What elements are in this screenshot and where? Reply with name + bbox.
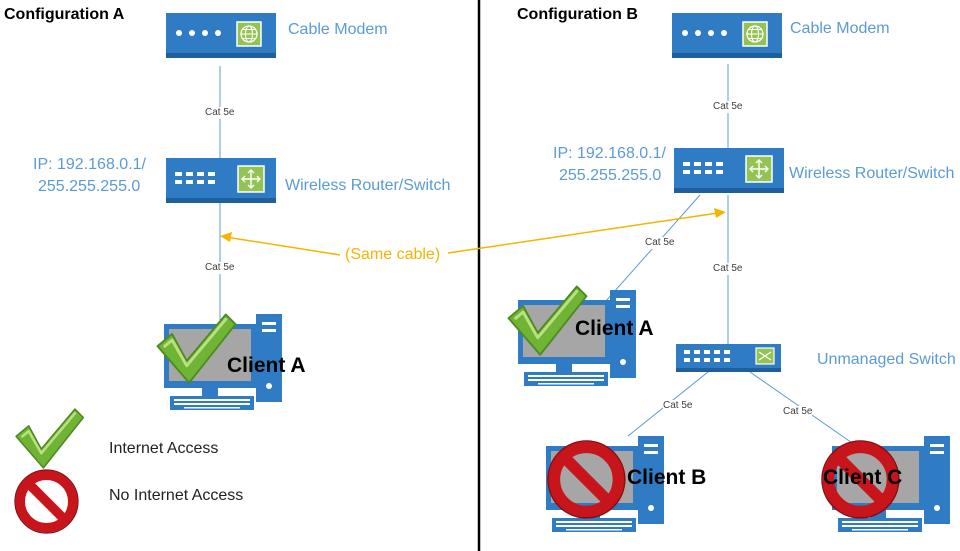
same-cable-arrow-left: [220, 232, 341, 256]
client-a-label-b: Client A: [575, 317, 654, 340]
legend-internet-access-label: Internet Access: [109, 440, 219, 457]
client-a-label-a: Client A: [227, 354, 306, 377]
router-b-ip-line2: 255.255.255.0: [559, 167, 662, 184]
wireless-router-a-label: Wireless Router/Switch: [285, 177, 451, 194]
unmanaged-switch-label: Unmanaged Switch: [817, 351, 956, 368]
cable-a-router-client-label: Cat 5e: [205, 262, 235, 274]
cable-modem-b-label: Cable Modem: [790, 20, 890, 37]
cable-modem-a: [165, 12, 277, 59]
wireless-router-a: [165, 157, 277, 204]
cable-b-switch-client-c-label: Cat 5e: [783, 406, 813, 418]
legend-check-icon: [14, 407, 85, 470]
prohibit-icon: [548, 441, 625, 518]
wireless-router-b-label: Wireless Router/Switch: [789, 165, 955, 182]
cable-b-router-switch-label: Cat 5e: [713, 263, 743, 275]
client-b-label: Client B: [627, 466, 707, 489]
router-a-ip-line2: 255.255.255.0: [38, 178, 141, 195]
router-b-ip-line1: IP: 192.168.0.1/: [553, 145, 666, 162]
cable-b-switch-client-b-label: Cat 5e: [663, 400, 693, 412]
wireless-router-b: [673, 147, 785, 194]
cable-b-router-client-a-label: Cat 5e: [645, 237, 675, 249]
client-c-label: Client C: [823, 466, 903, 489]
config-b-heading: Configuration B: [517, 6, 638, 23]
cable-modem-b: [671, 12, 783, 59]
cable-a-modem-router-label: Cat 5e: [205, 107, 235, 119]
config-a-heading: Configuration A: [4, 6, 125, 23]
unmanaged-switch: [675, 343, 782, 373]
legend-no-internet-access-label: No Internet Access: [109, 487, 244, 504]
cable-modem-a-label: Cable Modem: [288, 21, 388, 38]
cable-b-modem-router-label: Cat 5e: [713, 101, 743, 113]
router-a-ip-line1: IP: 192.168.0.1/: [33, 156, 146, 173]
same-cable-note: (Same cable): [345, 246, 441, 263]
same-cable-arrow-right: [447, 208, 726, 254]
legend-prohibit-icon: [15, 470, 78, 533]
